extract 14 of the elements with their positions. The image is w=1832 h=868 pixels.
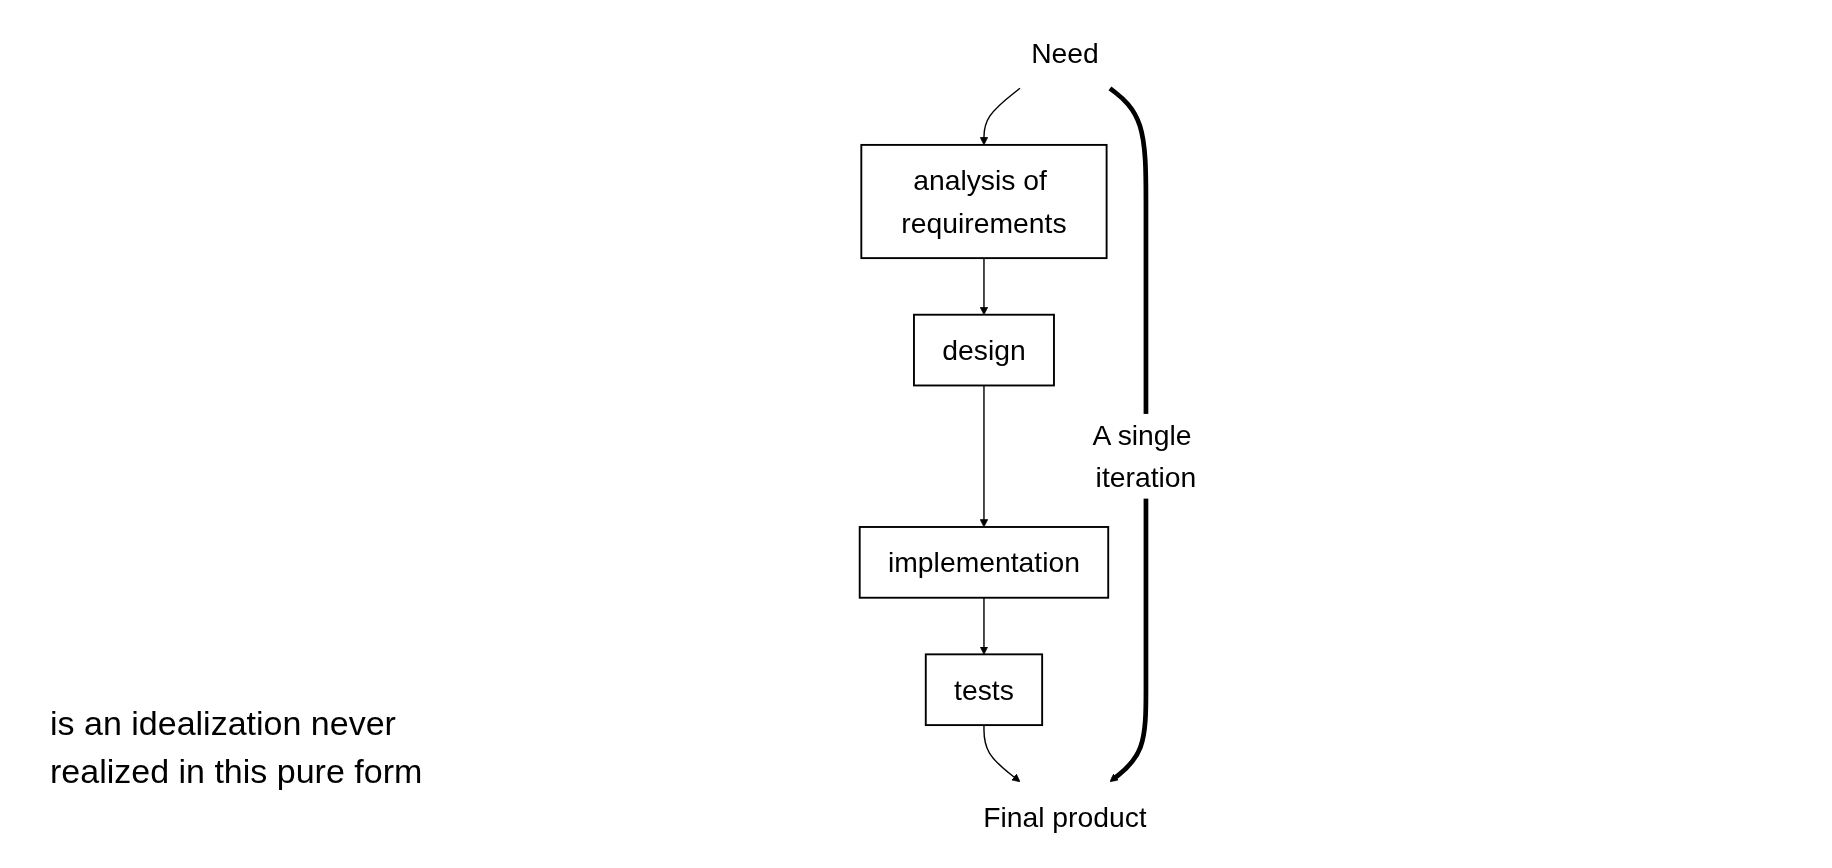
arrow (983, 724, 1021, 783)
arrow (979, 597, 989, 655)
arrow (979, 384, 989, 528)
edge-label: A single iteration (1092, 419, 1197, 494)
arrow (1108, 86, 1149, 783)
node-box: tests (924, 653, 1044, 727)
arrow (979, 87, 1021, 146)
node-box: implementation (858, 526, 1110, 599)
node-text: Final product (983, 801, 1147, 833)
node-box: analysis of requirements (860, 143, 1108, 260)
node-box: design (913, 313, 1055, 387)
note-text: is an idealization never realized in this pure form (50, 703, 424, 792)
node-text: Need (1031, 37, 1099, 69)
arrow (979, 257, 989, 316)
